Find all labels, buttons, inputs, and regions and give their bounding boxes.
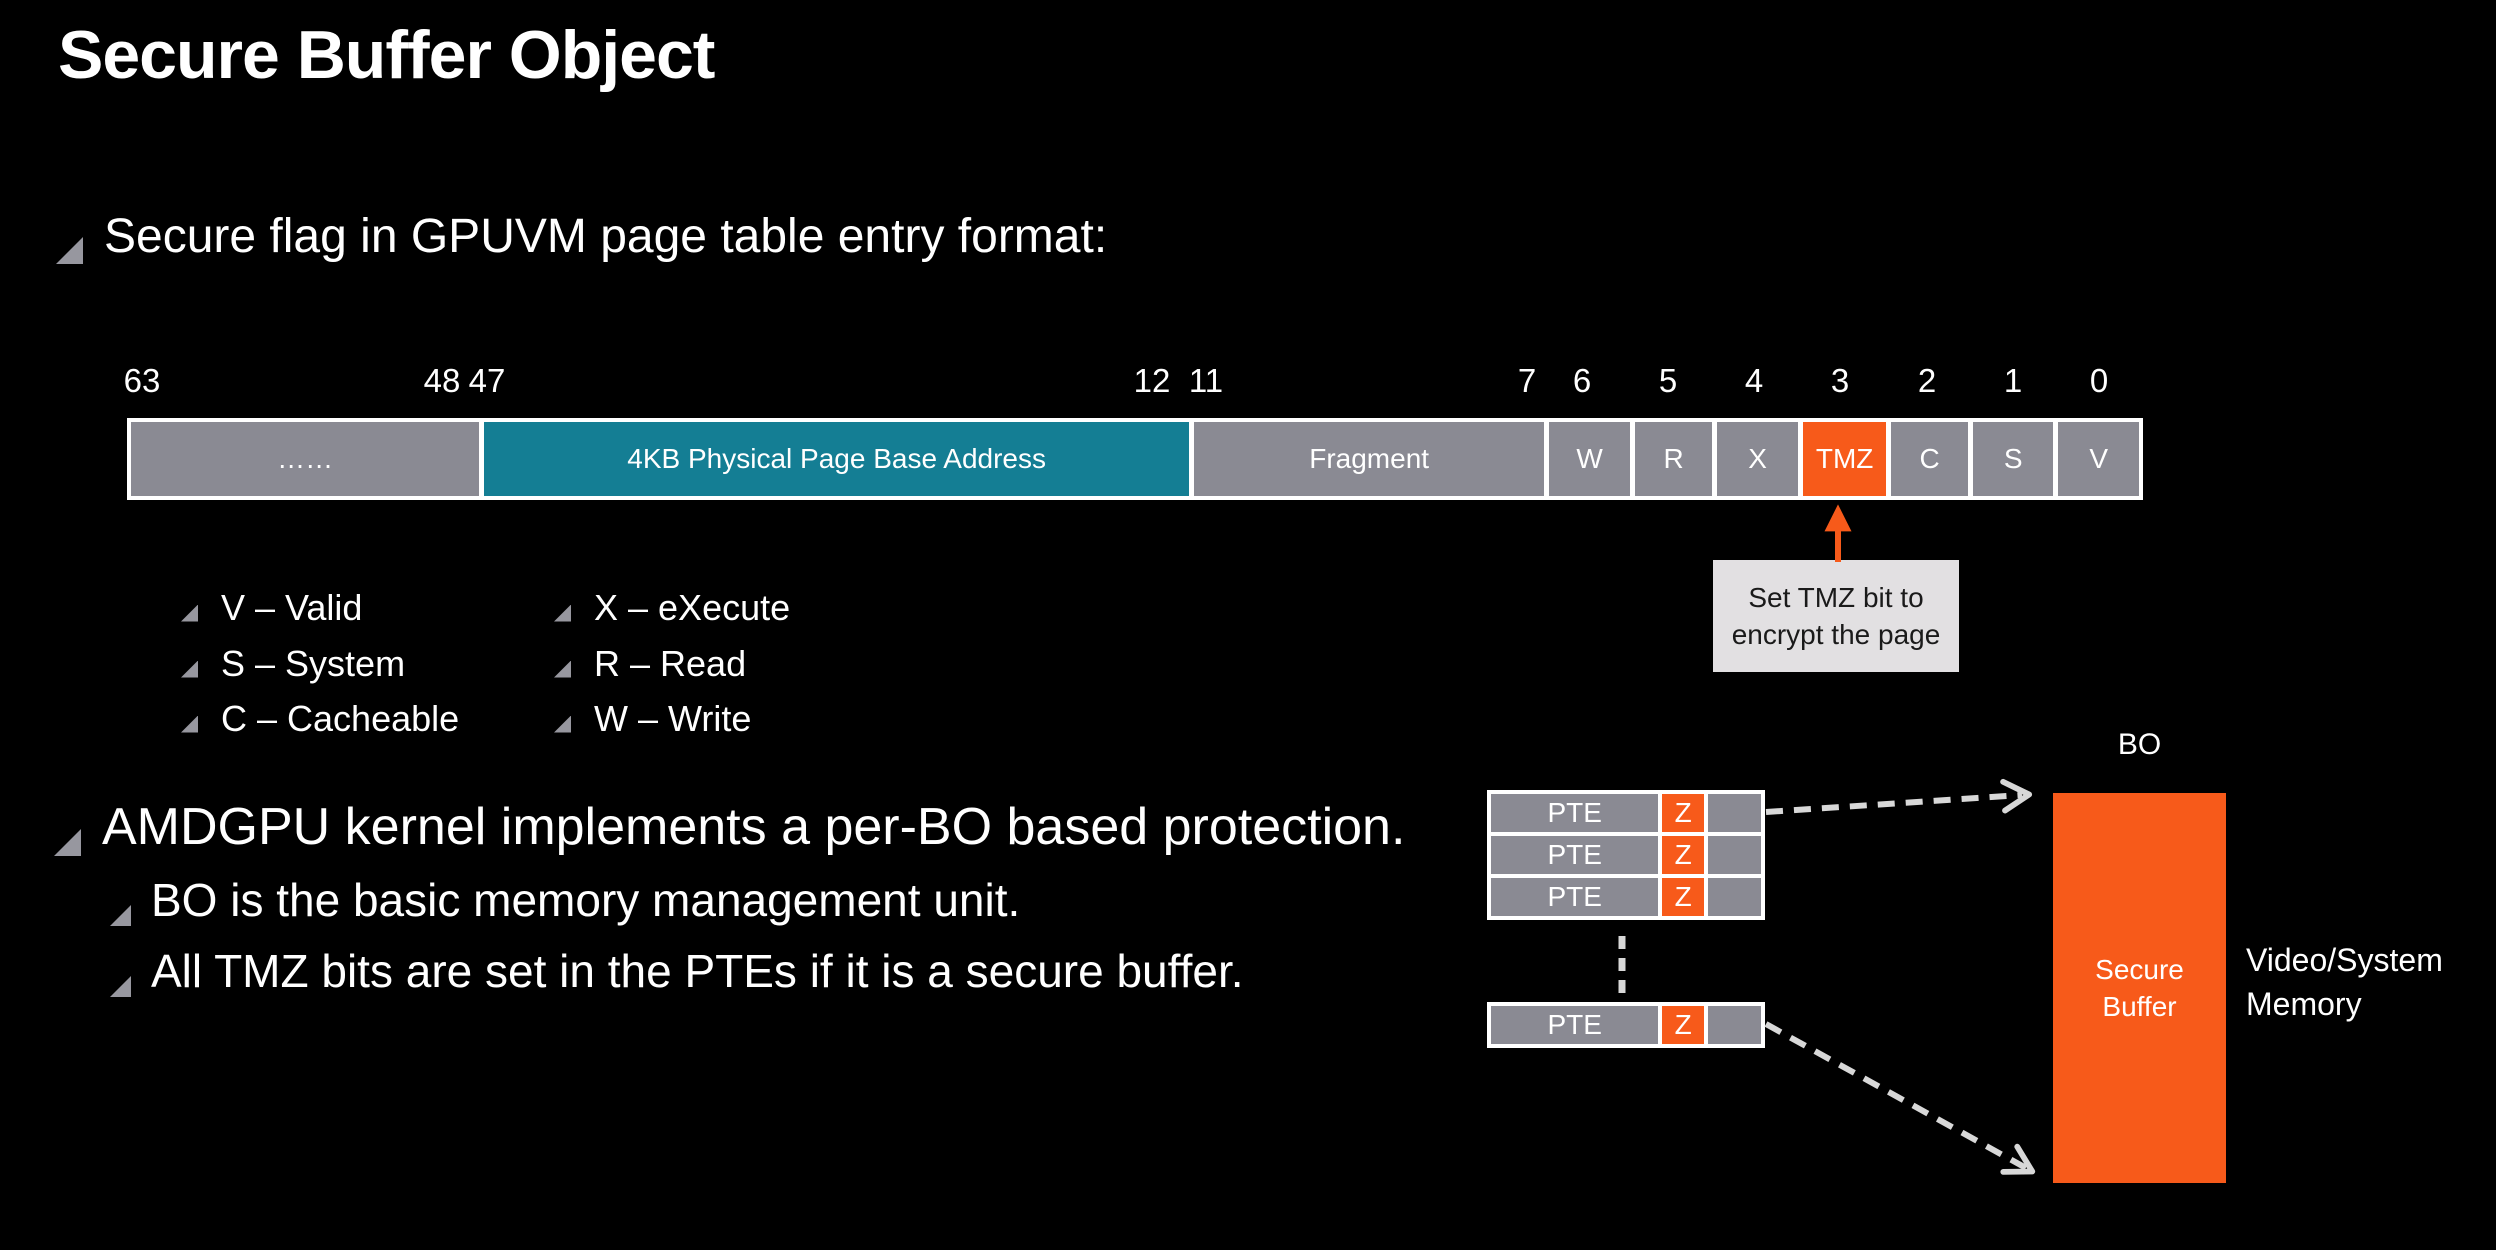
- legend-item-valid: V – Valid: [181, 586, 362, 630]
- bullet-triangle-icon: [181, 604, 198, 622]
- legend-item-execute: X – eXecute: [554, 586, 790, 630]
- bit-number-1: 1: [2003, 362, 2023, 399]
- bullet-bo-unit: BO is the basic memory management unit.: [110, 874, 1020, 926]
- legend-item-read: R – Read: [554, 642, 746, 686]
- bit-number-3: 3: [1830, 362, 1850, 399]
- bit-number-48: 48: [423, 362, 461, 399]
- pte-to-bo-arrow: [1765, 778, 2033, 815]
- bit-number-63: 63: [123, 362, 161, 399]
- pte-row: PTE Z: [1491, 794, 1761, 832]
- field-w: W: [1549, 422, 1630, 496]
- bullet-triangle-icon: [554, 604, 571, 622]
- bit-number-11: 11: [1188, 362, 1224, 399]
- z-bit-cell: Z: [1662, 836, 1704, 874]
- field-tmz: TMZ: [1802, 422, 1887, 496]
- bit-number-2: 2: [1917, 362, 1937, 399]
- callout-line2: encrypt the page: [1731, 619, 1941, 650]
- z-bit-cell: Z: [1662, 1006, 1704, 1044]
- pte-cell: PTE: [1491, 794, 1659, 832]
- z-bit-cell: Z: [1662, 794, 1704, 832]
- bullet-tmz-bits: All TMZ bits are set in the PTEs if it i…: [110, 945, 1244, 997]
- bit-number-5: 5: [1658, 362, 1678, 399]
- field-s: S: [1972, 422, 2054, 496]
- legend-item-cacheable: C – Cacheable: [181, 697, 459, 741]
- bullet-triangle-icon: [54, 829, 81, 856]
- pte-row: PTE Z: [1491, 878, 1761, 916]
- heading-text: Secure flag in GPUVM page table entry fo…: [104, 210, 1108, 263]
- field-r: R: [1634, 422, 1713, 496]
- bullet-triangle-icon: [56, 237, 83, 264]
- pte-empty-cell: [1707, 1006, 1761, 1044]
- legend-item-write: W – Write: [554, 697, 751, 741]
- pte-cell: PTE: [1491, 878, 1659, 916]
- bullet-triangle-icon: [181, 660, 198, 678]
- pte-empty-cell: [1707, 794, 1761, 832]
- pte-cell: PTE: [1491, 836, 1659, 874]
- page-title: Secure Buffer Object: [58, 17, 715, 93]
- bit-number-4: 4: [1744, 362, 1764, 399]
- heading-text: AMDGPU kernel implements a per-BO based …: [102, 798, 1406, 856]
- field-reserved: ……: [131, 422, 480, 496]
- pte-table-bottom: PTE Z: [1487, 1002, 1765, 1048]
- secure-buffer-box: Secure Buffer: [2053, 793, 2226, 1183]
- memory-label: Video/System Memory: [2246, 942, 2443, 1022]
- section-bo-heading: AMDGPU kernel implements a per-BO based …: [54, 798, 1405, 856]
- bit-number-47: 47: [468, 362, 506, 399]
- pte-cell: PTE: [1491, 1006, 1659, 1044]
- pte-table-top: PTE Z PTE Z PTE Z: [1487, 790, 1765, 920]
- bullet-triangle-icon: [554, 660, 571, 678]
- bit-number-0: 0: [2089, 362, 2109, 399]
- bullet-triangle-icon: [110, 976, 131, 997]
- pte-bitfield-diagram: …… 4KB Physical Page Base Address Fragme…: [127, 418, 2143, 500]
- pte-row: PTE Z: [1491, 836, 1761, 874]
- bit-number-12: 12: [1133, 362, 1171, 399]
- callout-line1: Set TMZ bit to: [1748, 582, 1924, 613]
- field-c: C: [1891, 422, 1968, 496]
- pte-empty-cell: [1707, 878, 1761, 916]
- bo-label: BO: [2117, 728, 2162, 761]
- bit-number-6: 6: [1572, 362, 1592, 399]
- field-fragment: Fragment: [1193, 422, 1545, 496]
- legend-item-system: S – System: [181, 642, 405, 686]
- bullet-triangle-icon: [181, 715, 198, 733]
- bullet-triangle-icon: [554, 715, 571, 733]
- pte-row: PTE Z: [1491, 1006, 1761, 1044]
- field-v: V: [2058, 422, 2139, 496]
- z-bit-cell: Z: [1662, 878, 1704, 916]
- bit-number-7: 7: [1517, 362, 1537, 399]
- pte-empty-cell: [1707, 836, 1761, 874]
- field-page-base-address: 4KB Physical Page Base Address: [484, 422, 1189, 496]
- bullet-triangle-icon: [110, 905, 131, 926]
- pte-bottom-to-bo-arrow: [1764, 1021, 2036, 1175]
- section-pte-format-heading: Secure flag in GPUVM page table entry fo…: [56, 210, 1107, 264]
- field-x: X: [1717, 422, 1798, 496]
- tmz-callout-box: Set TMZ bit to encrypt the page: [1713, 560, 1959, 672]
